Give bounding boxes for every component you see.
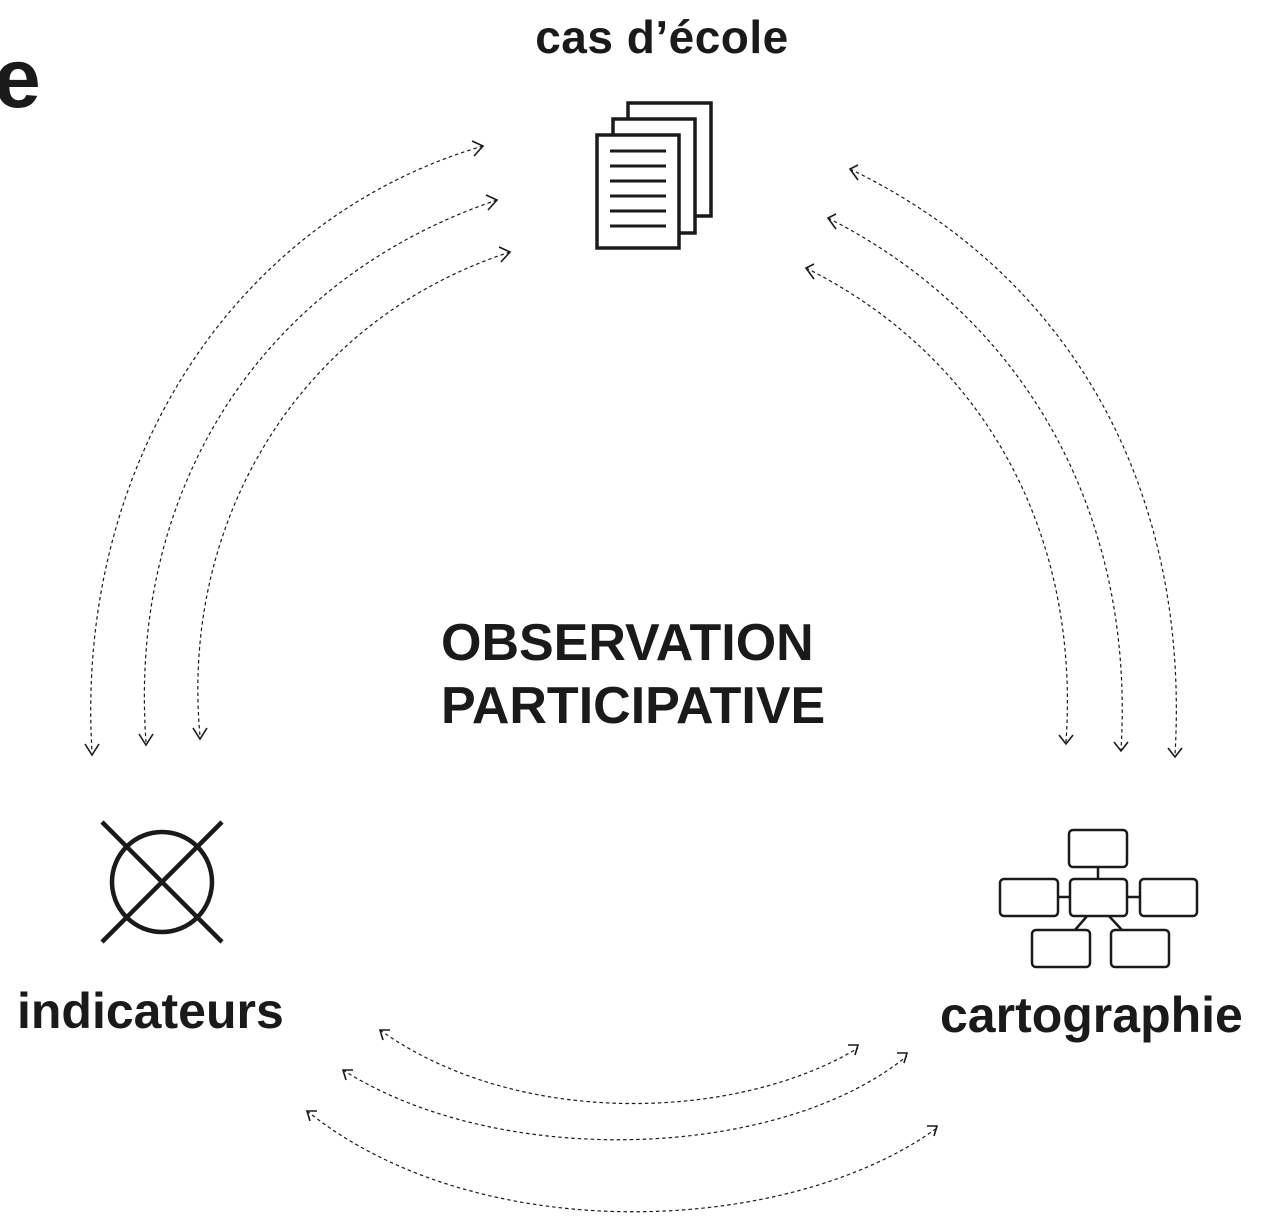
center-title-line-1: OBSERVATION — [441, 614, 814, 672]
arrowhead — [84, 743, 100, 757]
node-label-cartographie: cartographie — [940, 987, 1243, 1043]
arc-bottom-inner — [379, 1029, 859, 1105]
network-diagram-icon — [998, 828, 1199, 969]
arrowhead — [498, 246, 512, 263]
arrowhead — [471, 140, 485, 157]
arc-bottom-middle — [342, 1055, 908, 1141]
arc-right-inner — [805, 267, 1068, 743]
arc-bottom-arrows — [306, 1029, 938, 1213]
arrowhead — [1167, 747, 1183, 759]
arrowhead — [897, 1052, 909, 1064]
arrowhead — [485, 194, 499, 211]
arc-right-middle — [827, 217, 1123, 751]
center-title-line-2: PARTICIPATIVE — [441, 677, 826, 736]
arrowhead — [1113, 741, 1129, 753]
node-label-indicateurs: indicateurs — [17, 983, 284, 1039]
center-title: OBSERVATION PARTICIPATIVE — [0, 612, 1283, 739]
arrowhead — [826, 213, 837, 230]
arrowhead — [848, 164, 859, 181]
arc-right-outer — [849, 168, 1177, 756]
arc-left-top-arrows — [90, 145, 511, 753]
arrowhead — [1058, 734, 1074, 746]
arc-right-top-arrows — [805, 168, 1177, 756]
arrowhead — [804, 263, 815, 280]
arrowhead — [341, 1069, 353, 1081]
arrowhead — [138, 733, 154, 747]
arrowhead — [192, 727, 208, 741]
arrowhead — [378, 1029, 390, 1041]
arrowheads — [84, 140, 1183, 1137]
arrowhead — [305, 1110, 317, 1122]
truncated-title-fragment: e — [0, 31, 41, 125]
crossed-circle-icon — [100, 820, 224, 944]
node-label-cas-decole: cas d’école — [535, 11, 789, 63]
arc-left-middle — [143, 199, 498, 743]
arrowhead — [927, 1125, 939, 1137]
arc-left-inner — [197, 251, 511, 737]
documents-icon — [595, 101, 713, 250]
arc-left-outer — [90, 145, 484, 753]
arc-bottom-outer — [306, 1110, 938, 1213]
arrowhead — [848, 1044, 860, 1056]
